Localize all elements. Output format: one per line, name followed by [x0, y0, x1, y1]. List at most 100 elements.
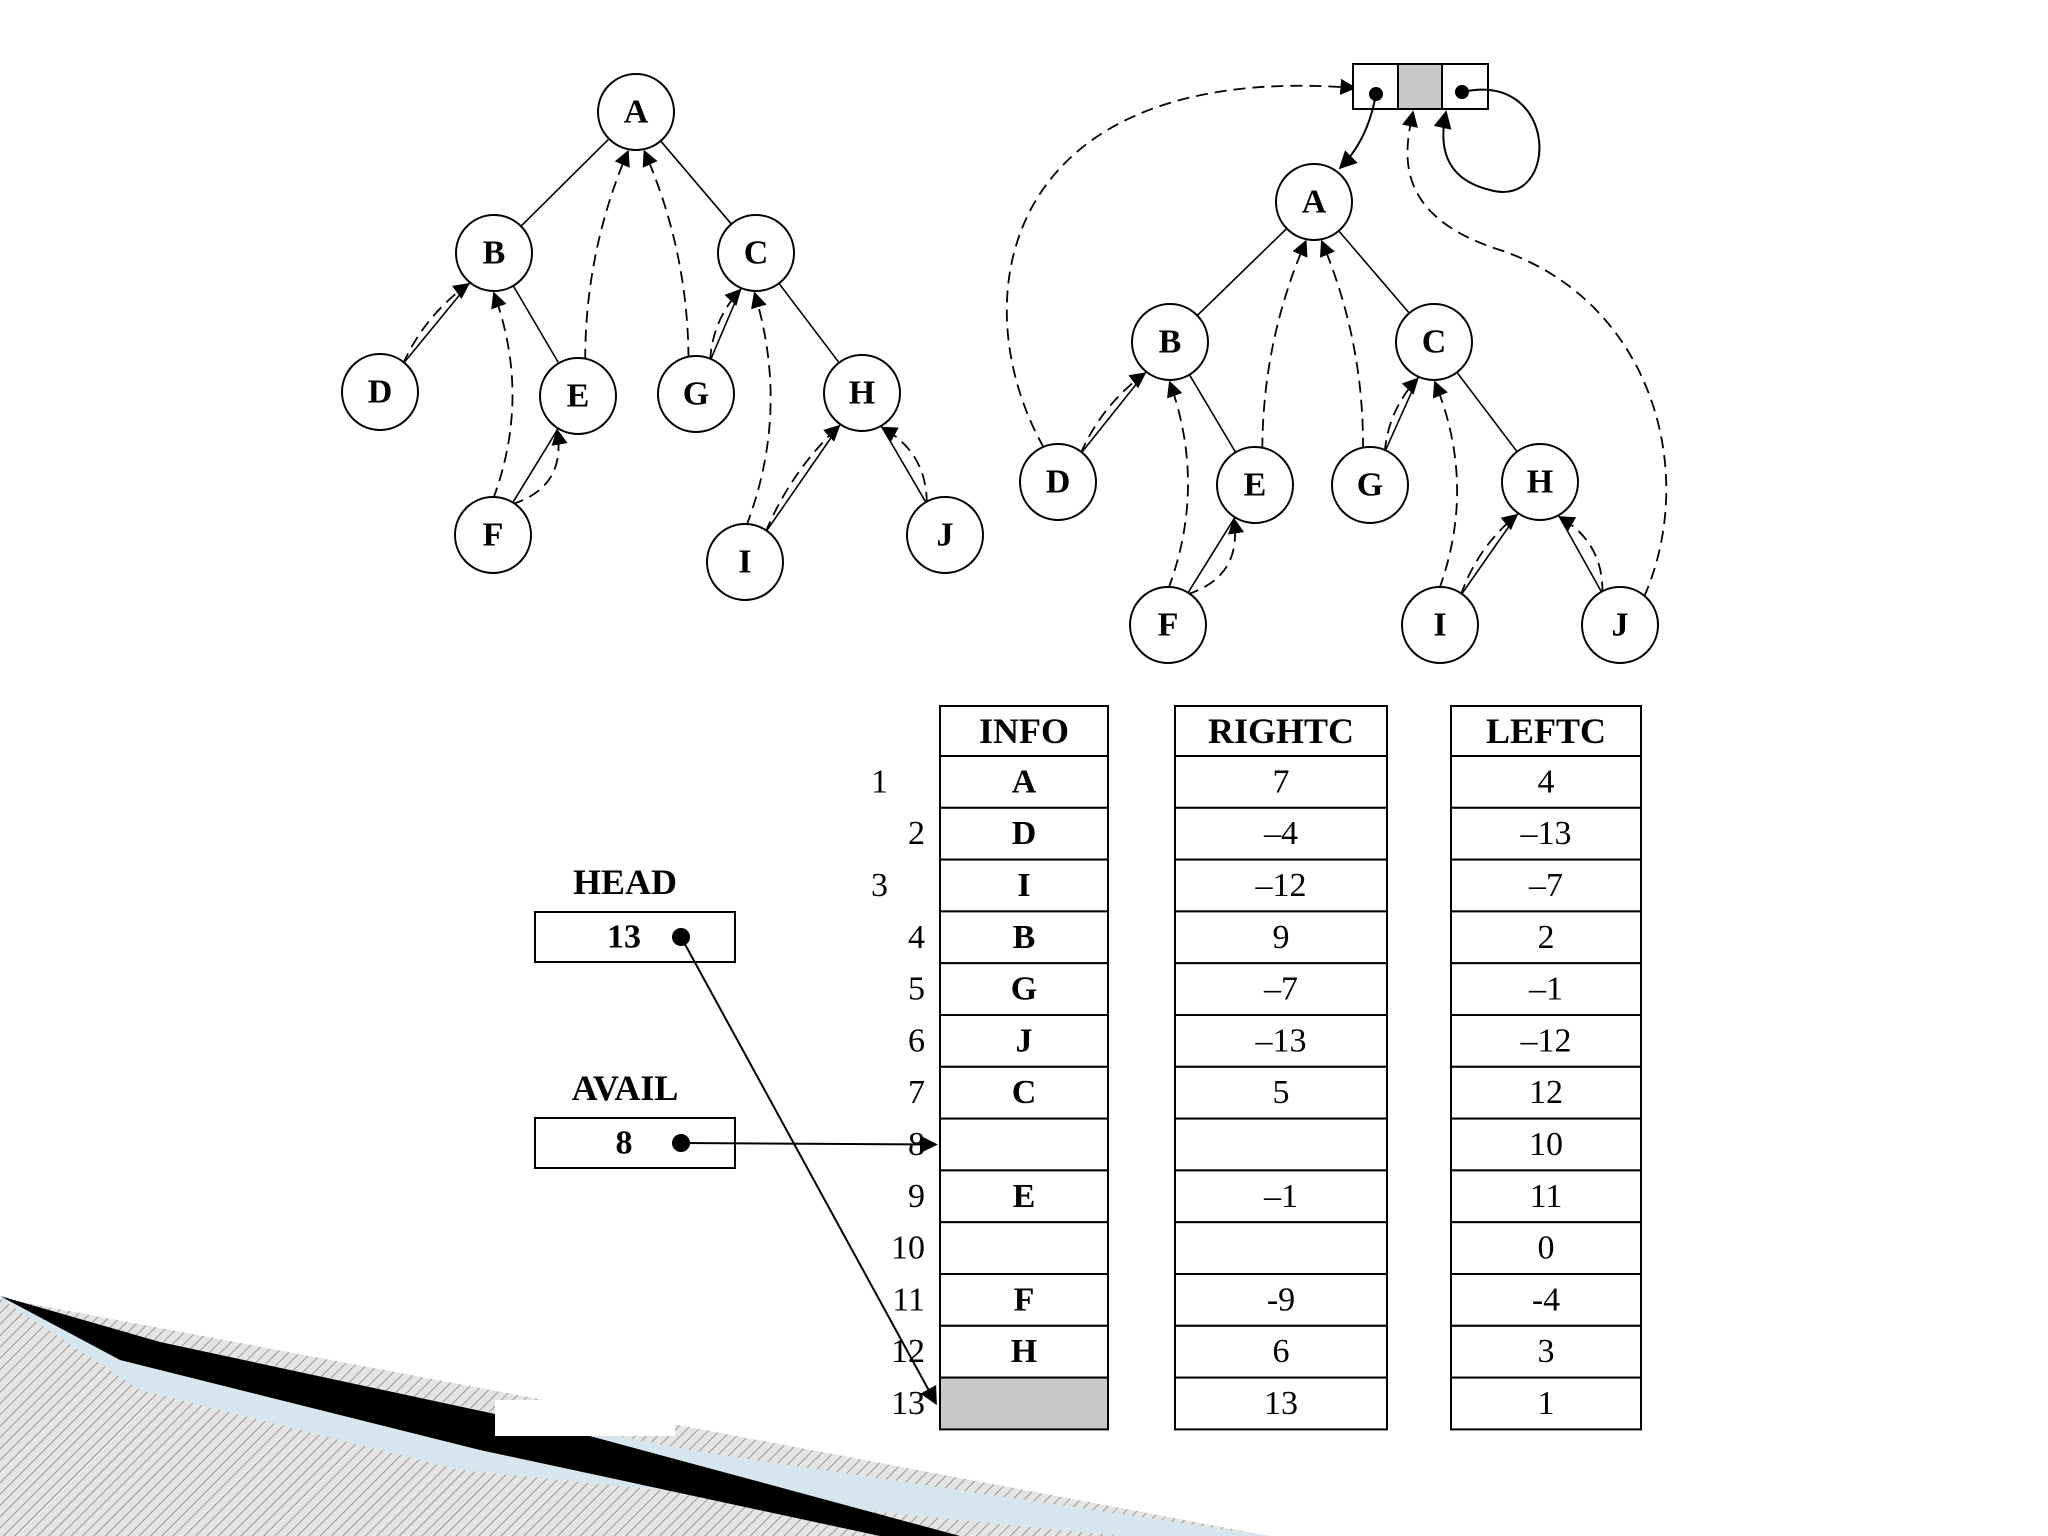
table-cell-info-value: I [1017, 867, 1030, 904]
left-node-I-circle [706, 523, 784, 601]
table-cell-rightc [1174, 1273, 1388, 1327]
table-cell-rightc-value: 5 [1273, 1074, 1290, 1111]
table-cell-info-value: H [1011, 1333, 1037, 1370]
right-node-F: F [1129, 586, 1207, 664]
right-node-A-circle [1275, 163, 1353, 241]
table-cell-rightc-value: 6 [1273, 1333, 1290, 1370]
left-edge-A-B [520, 138, 610, 227]
left-node-D-label: D [368, 374, 393, 411]
right-node-I: I [1401, 586, 1479, 664]
left-node-F: F [454, 496, 532, 574]
right-thread-F-to-E [1186, 517, 1245, 596]
right-node-A: A [1275, 163, 1353, 241]
table-row-index: 4 [908, 919, 925, 956]
right-thread-I-to-H [1459, 513, 1519, 596]
table-cell-leftc [1450, 1014, 1642, 1068]
right-node-I-circle [1401, 586, 1479, 664]
table-cell-leftc-value: 2 [1538, 919, 1555, 956]
table-cell-info [939, 1169, 1109, 1224]
table-cell-leftc [1450, 1065, 1642, 1120]
table-cell-info [939, 1376, 1109, 1431]
left-node-E: E [539, 357, 617, 435]
right-edge-H-I [1461, 512, 1519, 595]
header-node-info-cell [1397, 63, 1443, 110]
table-cell-info-value: D [1012, 815, 1037, 852]
table-cell-rightc [1174, 1117, 1388, 1172]
table-cell-leftc-value: 3 [1538, 1333, 1555, 1370]
header-node [1338, 63, 1541, 193]
right-edge-A-C [1338, 230, 1410, 314]
head-arrow [680, 936, 937, 1406]
left-node-D-circle [341, 353, 419, 431]
left-node-J-circle [906, 496, 984, 574]
right-node-C-circle [1395, 303, 1473, 381]
table-cell-leftc-value: 1 [1538, 1385, 1555, 1422]
table-cell-info-value: A [1012, 763, 1037, 800]
table-cell-rightc [1174, 1014, 1388, 1068]
table-row-index: 9 [908, 1178, 925, 1215]
head-label: HEAD [573, 862, 677, 902]
table-cell-leftc [1450, 806, 1642, 861]
left-thread-G-to-A [642, 149, 690, 359]
left-node-F-circle [454, 496, 532, 574]
table-cell-leftc-value: 4 [1538, 763, 1555, 800]
table-row-index: 10 [891, 1230, 925, 1267]
right-node-H: H [1501, 443, 1579, 521]
right-edge-C-G [1384, 376, 1420, 451]
header-right-self-loop [1433, 88, 1541, 193]
left-thread-J-to-H [880, 426, 928, 504]
left-node-G-circle [657, 355, 735, 433]
right-node-G-circle [1331, 446, 1409, 524]
left-node-H-circle [823, 354, 901, 432]
right-node-F-circle [1129, 586, 1207, 664]
table-cell-leftc-value: –1 [1528, 971, 1563, 1008]
left-node-H: H [823, 354, 901, 432]
right-node-E-label: E [1244, 467, 1267, 504]
table-row-index: 6 [908, 1022, 925, 1059]
right-node-B-circle [1131, 303, 1209, 381]
right-node-C: C [1395, 303, 1473, 381]
table-cell-rightc [1174, 1376, 1388, 1431]
avail-box [534, 1117, 736, 1169]
left-node-C: C [717, 214, 795, 292]
table-header-info: INFO [979, 711, 1069, 751]
table-cell-leftc-value: –12 [1520, 1022, 1572, 1059]
right-thread-I-to-C [1432, 380, 1458, 590]
table-cell-leftc-value: 12 [1529, 1074, 1563, 1111]
table-cell-info-value: B [1013, 919, 1036, 956]
right-thread-J-to-H [1558, 516, 1604, 594]
right-node-G-label: G [1357, 467, 1383, 504]
right-edge-C-H [1456, 371, 1518, 453]
head-box [534, 911, 736, 963]
right-thread-G-to-A [1319, 239, 1364, 450]
table-row-index: 5 [908, 971, 925, 1008]
head-value: 13 [607, 919, 641, 956]
table-cell-leftc [1450, 1324, 1642, 1379]
left-thread-G-to-C [709, 288, 742, 361]
right-node-J: J [1581, 586, 1659, 664]
table-cell-info-value: J [1016, 1022, 1033, 1059]
table-cell-rightc [1174, 1324, 1388, 1379]
table-cell-leftc [1450, 1376, 1642, 1431]
table-cell-info [939, 1221, 1109, 1275]
table-cell-rightc-value: -9 [1267, 1281, 1295, 1318]
table-header-leftc: LEFTC [1486, 711, 1606, 751]
right-thread-D-to-HEADER [1005, 78, 1357, 449]
left-node-F-label: F [483, 517, 504, 554]
left-node-I: I [706, 523, 784, 601]
left-edge-B-D [403, 281, 471, 364]
left-thread-F-to-B [491, 291, 514, 500]
right-node-C-label: C [1422, 324, 1447, 361]
left-node-J: J [906, 496, 984, 574]
table-cell-leftc [1450, 910, 1642, 965]
left-edge-A-C [660, 140, 732, 225]
